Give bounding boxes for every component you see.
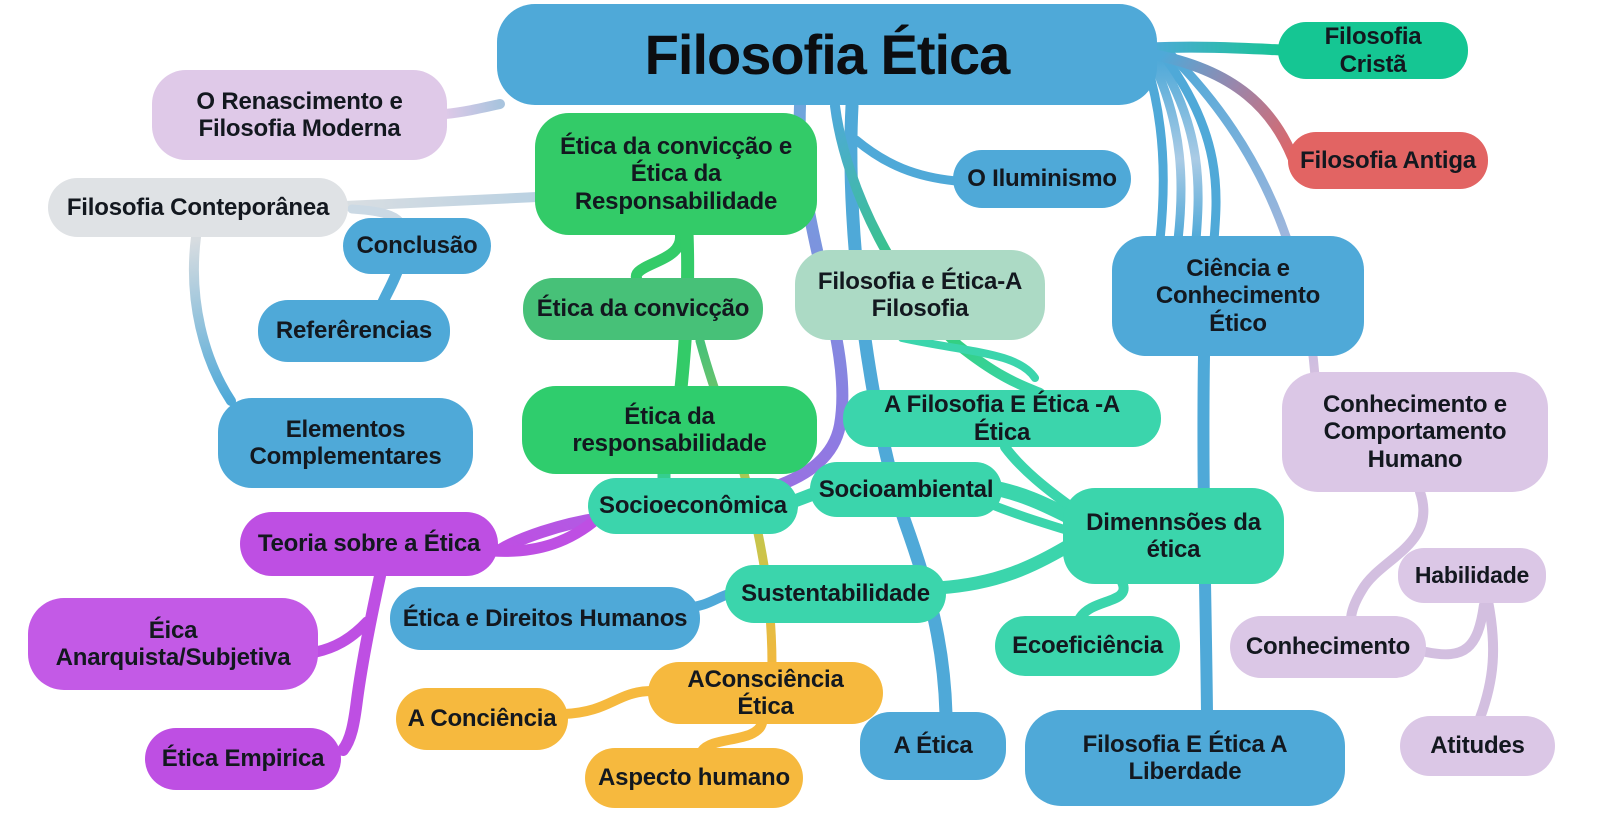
node-conhecimento[interactable]: Conhecimento [1230,616,1426,678]
node-filosofia-e-etica-a-filosofia[interactable]: Filosofia e Ética-A Filosofia [795,250,1045,340]
edge-title-crista [1142,41,1288,56]
edge-title-antiga [1144,48,1299,164]
node-label: Ecoeficiência [1012,632,1163,660]
edge-habilidade-atitudes [1475,596,1499,723]
edge-conviccao-resp-conviccao [630,226,687,286]
edge-conclusao-referencias [377,266,403,308]
node-aconsciencia-etica[interactable]: AConsciência Ética [648,662,883,724]
edge-filosofia-fil-etica-etica [898,334,1039,382]
node-label: Ciência e Conhecimento Ético [1155,254,1321,337]
node-a-filosofia-e-etica-a-etica[interactable]: A Filosofia E Ética -A Ética [843,390,1161,447]
node-conteporanea[interactable]: Filosofia Conteporânea [48,178,348,237]
node-etica-empirica[interactable]: Ética Empirica [145,728,341,790]
node-a-etica[interactable]: A Ética [860,712,1006,780]
node-label: AConsciência Ética [687,665,844,720]
node-etica-e-direitos-humanos[interactable]: Ética e Direitos Humanos [390,587,700,650]
edge-dimensoes-ecoeficiencia [1075,577,1129,623]
edge-fil-etica-etica-dimensoes [1000,442,1075,511]
edge-consciencia-etica-aspecto [697,718,767,756]
node-label: Ética da convicção [536,295,750,323]
node-label: Ética e Direitos Humanos [402,604,688,632]
edge-conhecimento-habilidade [1421,600,1489,660]
edge-sustentabilidade-dimensoes [931,539,1075,595]
node-filosofia-etica[interactable]: Filosofia Ética [497,4,1157,105]
node-label: Conhecimento e Comportamento Humano [1323,390,1507,473]
edge-cch-conhecimento [1346,487,1429,625]
node-eica-anarquista-subjetiva[interactable]: Éica Anarquista/Subjetiva [28,598,318,690]
node-elementos-complementares[interactable]: Elementos Complementares [218,398,473,488]
node-label: A Filosofia E Ética -A Ética [883,391,1121,446]
node-conhecimento-comportamento-humano[interactable]: Conhecimento e Comportamento Humano [1282,372,1548,492]
node-conclusao[interactable]: Conclusão [343,218,491,274]
edge-teoria-socioeconomica [486,512,604,557]
node-label: Dimennsões da ética [1086,508,1261,563]
node-dimensoes-da-etica[interactable]: Dimennsões da ética [1063,488,1284,584]
node-aspecto-humano[interactable]: Aspecto humano [585,748,803,808]
node-etica-da-responsabilidade[interactable]: Ética da responsabilidade [522,386,817,474]
node-label: Teoria sobre a Ética [257,530,481,558]
node-socioambiental[interactable]: Socioambiental [810,462,1002,517]
edge-conteporanea-elementos [189,232,236,406]
node-label: Filosofia e Ética-A Filosofia [817,267,1023,322]
node-sustentabilidade[interactable]: Sustentabilidade [725,565,946,623]
edge-teoria-anarquista [310,616,373,658]
node-label: A Ética [893,732,973,760]
node-label: A Conciência [407,705,557,733]
node-filosofia-crista[interactable]: Filosofia Cristã [1278,22,1468,79]
node-label: Aspecto humano [598,764,790,792]
node-label: Atitudes [1430,732,1525,760]
node-label: Éica Anarquista/Subjetiva [55,616,291,671]
node-label: Ética da responsabilidade [572,402,767,457]
node-label: Ética da convicção e Ética da Responsabi… [559,132,793,215]
node-iluminismo[interactable]: O Iluminismo [953,150,1131,208]
node-label: Filosofia Antiga [1300,146,1476,174]
node-habilidade[interactable]: Habilidade [1398,548,1546,603]
node-label: O Iluminismo [967,165,1117,193]
node-label: Sustentabilidade [741,580,930,608]
edge-title-ciencia-3 [1153,53,1203,245]
node-label: Elementos Complementares [249,415,442,470]
node-label: Ética Empirica [161,745,325,773]
node-etica-conviccao-responsabilidade[interactable]: Ética da convicção e Ética da Responsabi… [535,113,817,235]
edge-title-iluminismo [851,135,961,186]
node-label: Filosofia E Ética A Liberdade [1082,730,1288,785]
node-label: Socioeconômica [599,492,787,520]
node-label: Socioambiental [818,475,994,503]
node-a-conciencia[interactable]: A Conciência [396,688,568,750]
node-label: Conclusão [356,232,478,260]
node-label: Referêrencias [275,317,433,345]
edge-conteporanea-conviccao-resp [340,192,542,211]
edge-conciencia-consciencia-etica [559,686,655,719]
edge-renascimento-title [440,99,505,119]
node-label: Habilidade [1414,562,1530,589]
node-label: O Renascimento e Filosofia Moderna [196,87,403,142]
node-label: Filosofia Ética [644,22,1011,86]
node-label: Conhecimento [1245,633,1411,661]
node-label: Filosofia Cristã [1324,23,1422,78]
node-filosofia-e-etica-a-liberdade[interactable]: Filosofia E Ética A Liberdade [1025,710,1345,806]
node-atitudes[interactable]: Atitudes [1400,716,1555,776]
node-ciencia-conhecimento-etico[interactable]: Ciência e Conhecimento Ético [1112,236,1364,356]
edge-teoria-empirica [337,570,386,756]
edge-title-ciencia-4 [1159,51,1221,245]
node-teoria-sobre-a-etica[interactable]: Teoria sobre a Ética [240,512,498,576]
node-etica-da-conviccao[interactable]: Ética da convicção [523,278,763,340]
node-renascimento[interactable]: O Renascimento e Filosofia Moderna [152,70,447,160]
edge-title-ciencia-2 [1147,55,1186,245]
node-filosofia-antiga[interactable]: Filosofia Antiga [1288,132,1488,189]
node-referencias[interactable]: Referêrencias [258,300,450,362]
node-label: Filosofia Conteporânea [66,193,330,221]
node-ecoeficiencia[interactable]: Ecoeficiência [995,616,1180,676]
node-socioeconomica[interactable]: Socioeconômica [588,478,798,534]
